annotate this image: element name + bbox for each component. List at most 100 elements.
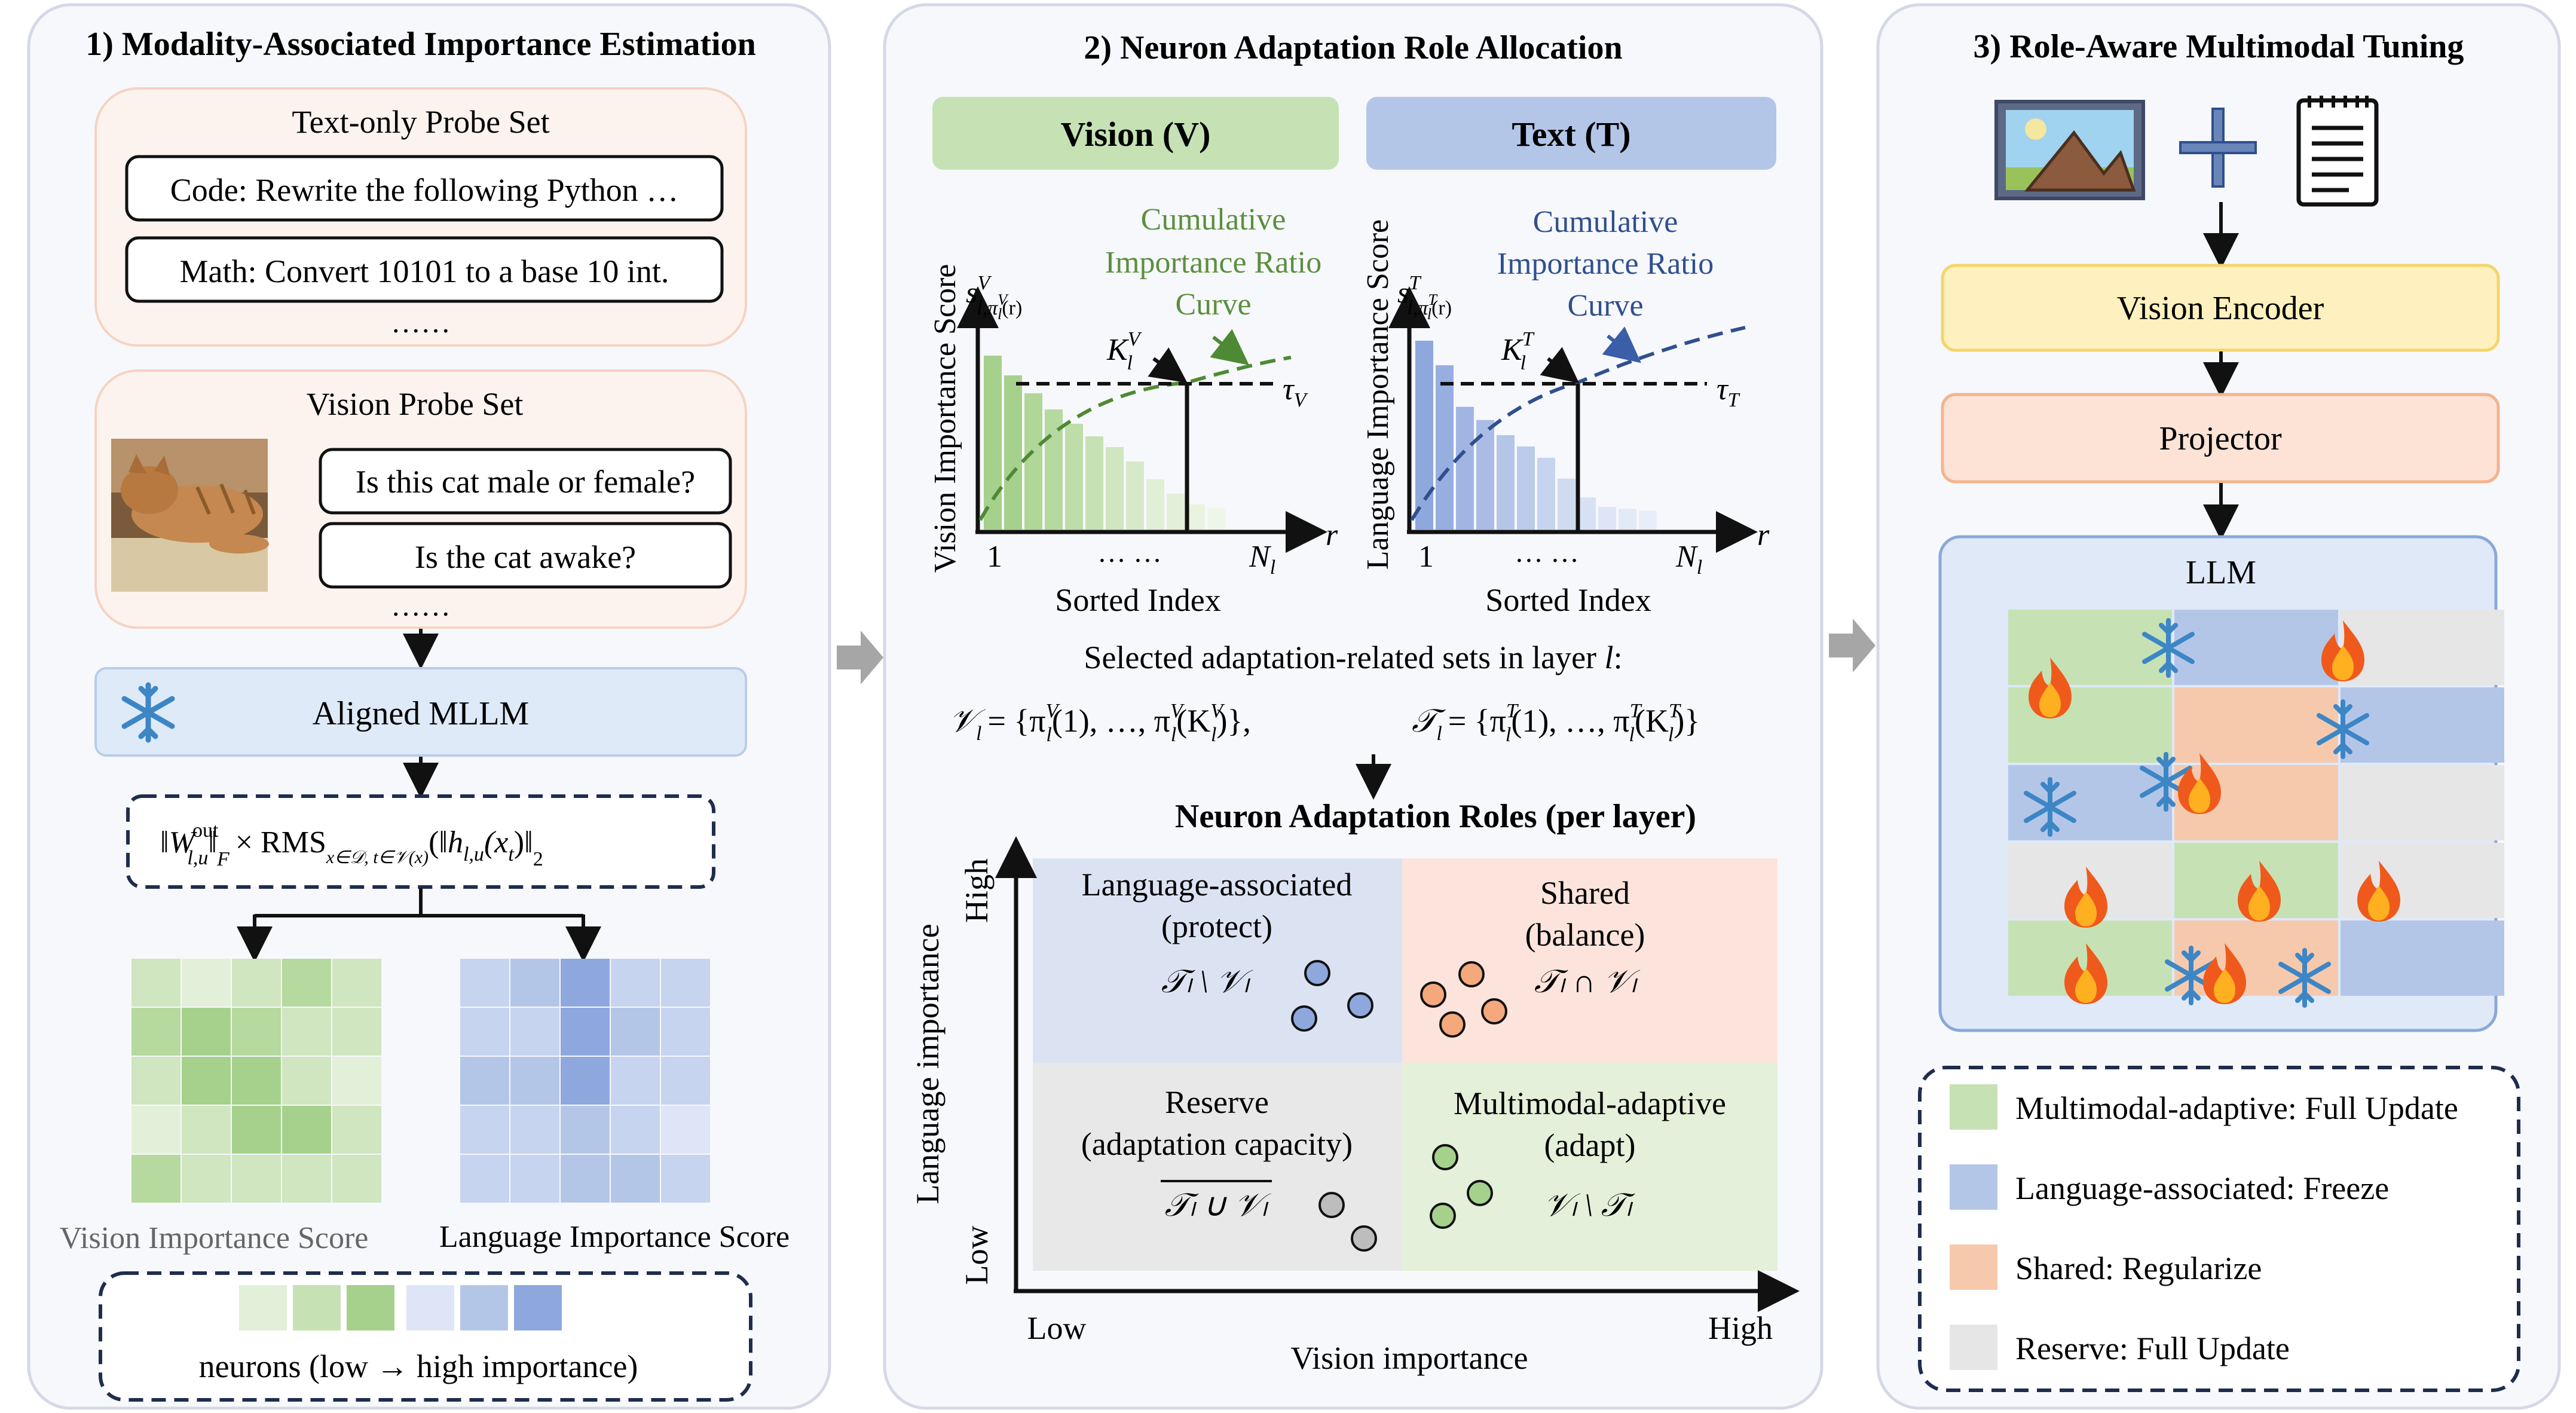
llm-label: LLM bbox=[2186, 554, 2256, 591]
heatmap-cell bbox=[131, 1106, 180, 1154]
heatmap-cell bbox=[282, 1106, 331, 1154]
heatmap-cell bbox=[460, 959, 509, 1007]
heatmap-cell bbox=[510, 1155, 559, 1203]
importance-bar bbox=[1187, 504, 1205, 530]
legend-swatch-green-2 bbox=[293, 1285, 341, 1331]
vision-probe-ellipsis: …… bbox=[391, 589, 451, 622]
vision-curve-arrow bbox=[1210, 329, 1250, 366]
heatmap-cell bbox=[182, 1106, 231, 1154]
importance-bar bbox=[1207, 508, 1225, 530]
vision-heatmap-label: Vision Importance Score bbox=[60, 1221, 369, 1255]
heatmap-cell bbox=[510, 959, 559, 1007]
shared-neuron-dot bbox=[1481, 998, 1507, 1024]
quadrant-y-axis-label: Language importance bbox=[910, 923, 946, 1204]
heatmap-cell bbox=[182, 1155, 231, 1203]
role-legend: Multimodal-adaptive: Full UpdateLanguage… bbox=[1950, 1084, 2458, 1370]
quadrant-language bbox=[1033, 858, 1402, 1063]
importance-bar bbox=[1558, 478, 1575, 530]
llm-neuron-block bbox=[2008, 765, 2172, 840]
quadrant-language-title: Language-associated bbox=[1082, 867, 1353, 903]
vision-tick-N: Nl bbox=[1249, 540, 1275, 579]
quadrant-language-subtitle: (protect) bbox=[1161, 909, 1272, 944]
shared-neuron-dot bbox=[1420, 981, 1446, 1008]
heatmap-cell bbox=[232, 1155, 281, 1203]
importance-bar bbox=[984, 356, 1002, 530]
llm-neuron-block bbox=[2341, 687, 2504, 763]
heatmap-cell bbox=[332, 959, 381, 1007]
vision-axis-r: r bbox=[1326, 518, 1338, 552]
text-probe-item-1 bbox=[125, 155, 724, 222]
vision-curve-label-2: Importance Ratio bbox=[1105, 246, 1321, 280]
text-probe-ellipsis: …… bbox=[391, 305, 451, 339]
quadrant-reserve-expr: 𝒯ₗ ∪ 𝒱ₗ bbox=[1165, 1187, 1272, 1223]
legend-label: Shared: Regularize bbox=[2015, 1250, 2262, 1286]
heatmap-cell bbox=[282, 1155, 331, 1203]
legend-label: Multimodal-adaptive: Full Update bbox=[2015, 1090, 2458, 1126]
heatmap-cell bbox=[182, 959, 231, 1007]
legend-swatch-blue-1 bbox=[406, 1285, 454, 1331]
heatmap-cell bbox=[561, 1057, 610, 1105]
vision-probe-item-2-text: Is the cat awake? bbox=[415, 539, 636, 575]
text-curve-arrow bbox=[1602, 326, 1641, 363]
heatmap-cell bbox=[232, 1106, 281, 1154]
quadrant-multimodal-expr: 𝒱ₗ \ 𝒯ₗ bbox=[1544, 1187, 1635, 1223]
heatmap-cell bbox=[460, 1057, 509, 1105]
selected-sets-caption: Selected adaptation-related sets in laye… bbox=[1084, 640, 1622, 675]
heatmap-cell bbox=[611, 1008, 660, 1056]
heatmap-cell bbox=[460, 1106, 509, 1154]
quadrant-language-expr: 𝒯ₗ \ 𝒱ₗ bbox=[1161, 964, 1253, 999]
importance-bar bbox=[1146, 479, 1164, 530]
multimodal-neuron-dot bbox=[1430, 1203, 1456, 1229]
importance-bar bbox=[1456, 406, 1474, 530]
text-bars bbox=[1415, 341, 1657, 530]
multimodal-neuron-dot bbox=[1432, 1144, 1458, 1170]
snowflake-icon bbox=[2142, 618, 2195, 678]
importance-bar bbox=[1436, 365, 1454, 530]
snowflake-icon bbox=[2317, 699, 2369, 759]
importance-bar bbox=[1024, 393, 1042, 530]
heatmap-cell bbox=[661, 1008, 710, 1056]
quadrant-x-low: Low bbox=[1027, 1310, 1087, 1346]
text-curve-label-1: Cumulative bbox=[1533, 205, 1678, 239]
importance-legend-caption: neurons (low → high importance) bbox=[199, 1348, 638, 1384]
heatmap-cell bbox=[182, 1008, 231, 1056]
vision-curve-label-3: Curve bbox=[1175, 288, 1251, 322]
text-tick-1: 1 bbox=[1418, 540, 1434, 574]
fire-icon bbox=[2064, 867, 2107, 928]
heatmap-cell bbox=[232, 1057, 281, 1105]
arrow-formula-split bbox=[255, 888, 583, 917]
vision-probe-item-2 bbox=[319, 522, 732, 589]
heatmap-cell bbox=[131, 1057, 180, 1105]
heatmap-cell bbox=[510, 1106, 559, 1154]
importance-bar bbox=[1578, 497, 1596, 530]
legend-label: Reserve: Full Update bbox=[2015, 1331, 2290, 1366]
vision-importance-plot: Vision Importance Score Cumulative Impor… bbox=[928, 203, 1338, 618]
vision-cumulative-curve bbox=[978, 356, 1292, 521]
importance-bar bbox=[1167, 494, 1185, 530]
importance-bar bbox=[1598, 507, 1616, 530]
legend-swatch bbox=[1950, 1164, 1997, 1210]
vision-encoder-label: Vision Encoder bbox=[2117, 290, 2324, 327]
importance-bar bbox=[1497, 435, 1515, 530]
language-neuron-dot bbox=[1347, 992, 1373, 1019]
role-legend-box bbox=[1918, 1066, 2520, 1392]
quadrant-reserve-title: Reserve bbox=[1165, 1084, 1269, 1120]
text-axis-r: r bbox=[1757, 518, 1770, 552]
panel-2-title: 2) Neuron Adaptation Role Allocation bbox=[1084, 29, 1622, 66]
quadrant-multimodal-subtitle: (adapt) bbox=[1544, 1127, 1636, 1163]
heatmap-cell bbox=[282, 959, 331, 1007]
heatmap-cell bbox=[561, 959, 610, 1007]
legend-swatch-blue-3 bbox=[514, 1285, 562, 1331]
snowflake-icon bbox=[2165, 946, 2217, 1005]
quadrant-x-high: High bbox=[1708, 1310, 1773, 1346]
legend-swatch-green-1 bbox=[239, 1285, 287, 1331]
llm-neuron-block bbox=[2341, 610, 2504, 685]
vision-header-box bbox=[932, 97, 1339, 170]
text-probe-item-1-text: Code: Rewrite the following Python … bbox=[170, 172, 678, 208]
vision-header-label: Vision (V) bbox=[1061, 115, 1211, 154]
legend-swatch-blue-2 bbox=[460, 1285, 508, 1331]
